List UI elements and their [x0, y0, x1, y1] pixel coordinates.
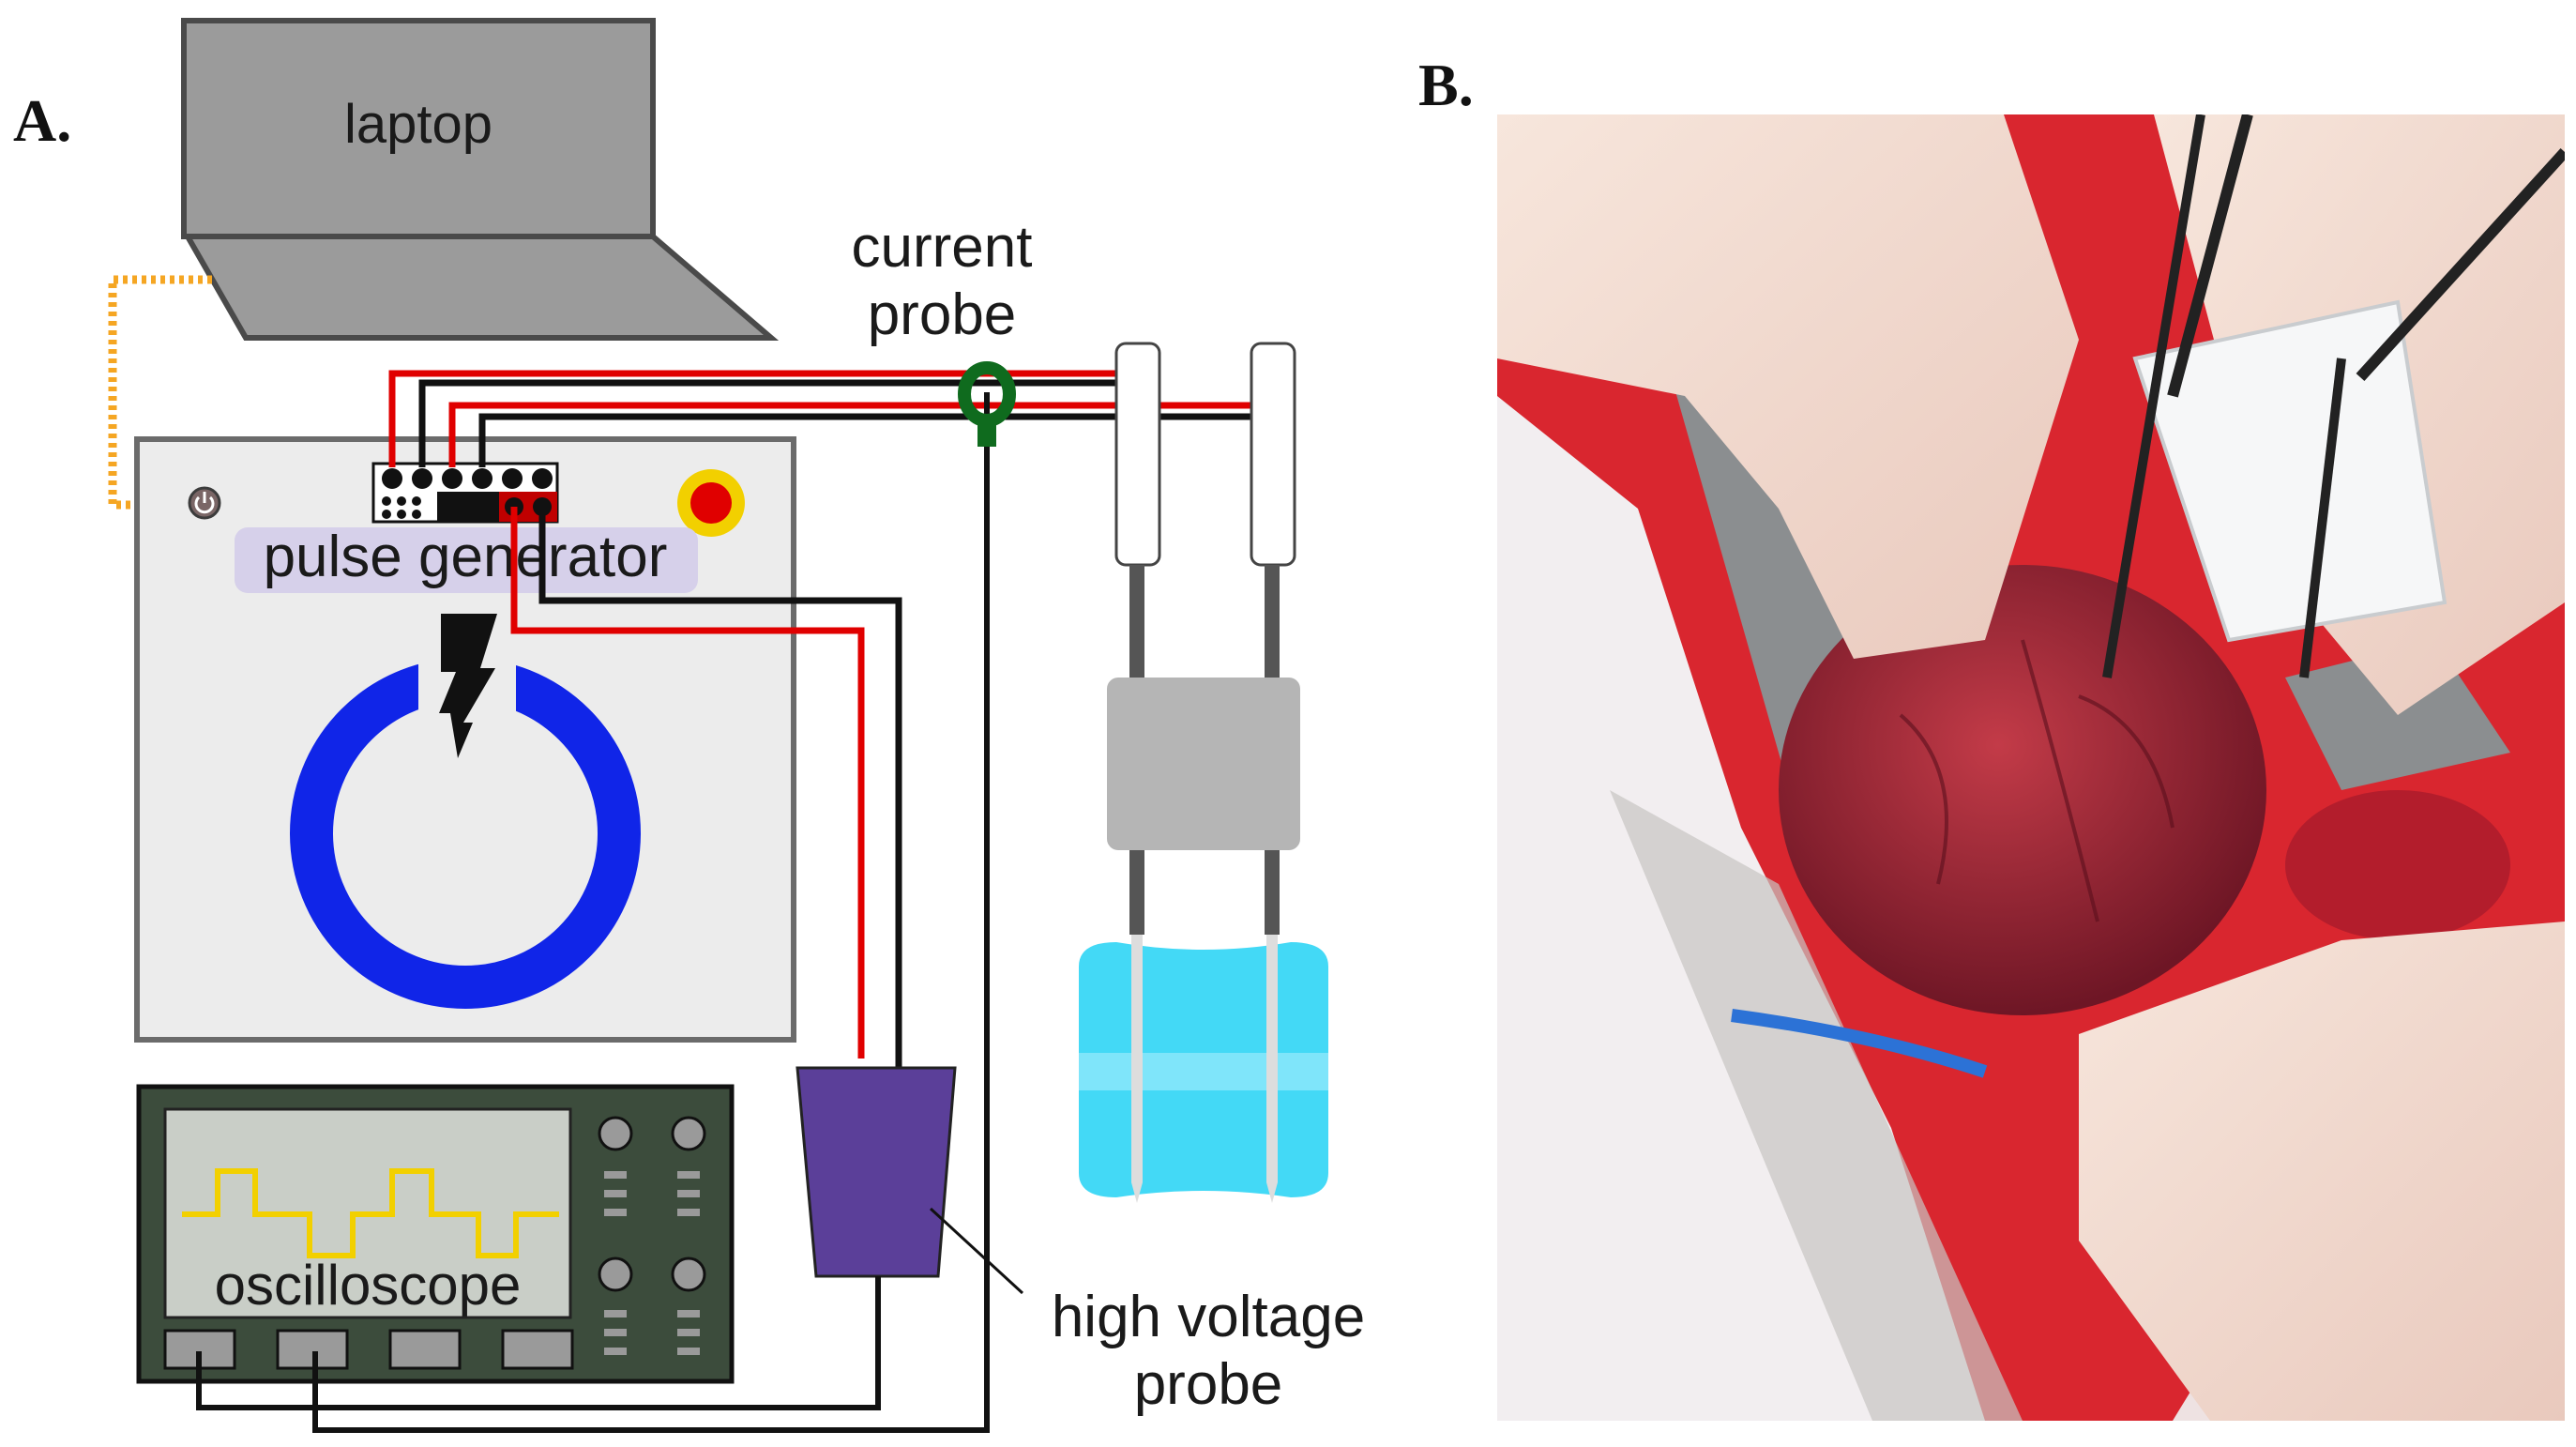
current-probe-label-line1: current	[852, 215, 1033, 280]
electrode-cables	[388, 370, 1276, 467]
setup-diagram: laptop	[108, 18, 1365, 1433]
high-voltage-probe-label-line2: probe	[1134, 1352, 1283, 1417]
pulse-generator-label: pulse generator	[264, 525, 668, 589]
panel-label-b: B.	[1418, 52, 1474, 118]
high-voltage-probe-label-line1: high voltage	[1052, 1285, 1365, 1349]
square-wave-trace	[182, 1168, 559, 1258]
electrode-assembly	[1079, 342, 1328, 1203]
hv-probe-cables	[510, 507, 902, 1070]
connector-panel	[371, 462, 559, 524]
data-link-cable	[108, 275, 212, 510]
surgical-photo	[1497, 114, 2565, 1421]
oscilloscope: oscilloscope	[136, 1084, 735, 1430]
oscilloscope-label: oscilloscope	[215, 1254, 522, 1317]
laptop-label: laptop	[344, 94, 492, 155]
lightning-bolt-icon	[439, 614, 497, 758]
panel-label-a: A.	[13, 87, 72, 154]
current-probe-label-line2: probe	[868, 282, 1017, 347]
laptop-icon: laptop	[181, 18, 780, 341]
pulse-generator: pulse generator	[134, 436, 796, 1043]
